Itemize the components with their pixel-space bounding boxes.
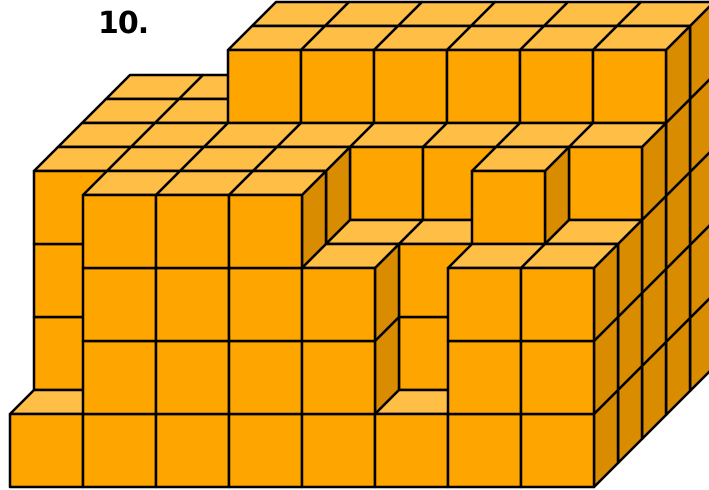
cube-front-face — [350, 147, 423, 220]
cube-front-face — [302, 268, 375, 341]
cube-front-face — [156, 268, 229, 341]
unit-cube — [302, 244, 399, 341]
cube-front-face — [301, 50, 374, 123]
unit-cube — [472, 147, 569, 244]
cube-front-face — [521, 268, 594, 341]
unit-cube — [156, 414, 229, 487]
unit-cube — [156, 268, 229, 341]
unit-cube — [229, 341, 302, 414]
unit-cube — [448, 414, 521, 487]
cube-front-face — [448, 414, 521, 487]
cube-front-face — [521, 341, 594, 414]
cube-front-face — [448, 341, 521, 414]
cube-front-face — [156, 195, 229, 268]
unit-cube — [229, 171, 326, 268]
cube-front-face — [521, 414, 594, 487]
unit-cube — [448, 341, 521, 414]
cube-front-face — [83, 414, 156, 487]
cube-front-face — [229, 195, 302, 268]
unit-cube — [83, 341, 156, 414]
unit-cube — [83, 414, 156, 487]
cube-front-face — [448, 268, 521, 341]
cube-front-face — [375, 414, 448, 487]
cube-front-face — [447, 50, 520, 123]
cube-front-face — [229, 414, 302, 487]
cube-front-face — [83, 195, 156, 268]
cube-front-face — [520, 50, 593, 123]
cube-front-face — [228, 50, 301, 123]
cube-front-face — [374, 50, 447, 123]
unit-cube — [569, 123, 666, 220]
cube-front-face — [83, 268, 156, 341]
cube-front-face — [472, 171, 545, 244]
unit-cube — [229, 268, 302, 341]
unit-cube — [302, 414, 375, 487]
cube-front-face — [569, 147, 642, 220]
cube-front-face — [83, 341, 156, 414]
cube-front-face — [229, 341, 302, 414]
cube-front-face — [156, 341, 229, 414]
cube-front-face — [229, 268, 302, 341]
unit-cube — [83, 268, 156, 341]
cube-front-face — [593, 50, 666, 123]
cube-front-face — [302, 341, 375, 414]
unit-cube — [521, 244, 618, 341]
cube-front-face — [156, 414, 229, 487]
unit-cube — [229, 414, 302, 487]
cube-front-face — [10, 414, 83, 487]
unit-cube — [156, 341, 229, 414]
cube-front-face — [302, 414, 375, 487]
unit-cube — [593, 26, 690, 123]
